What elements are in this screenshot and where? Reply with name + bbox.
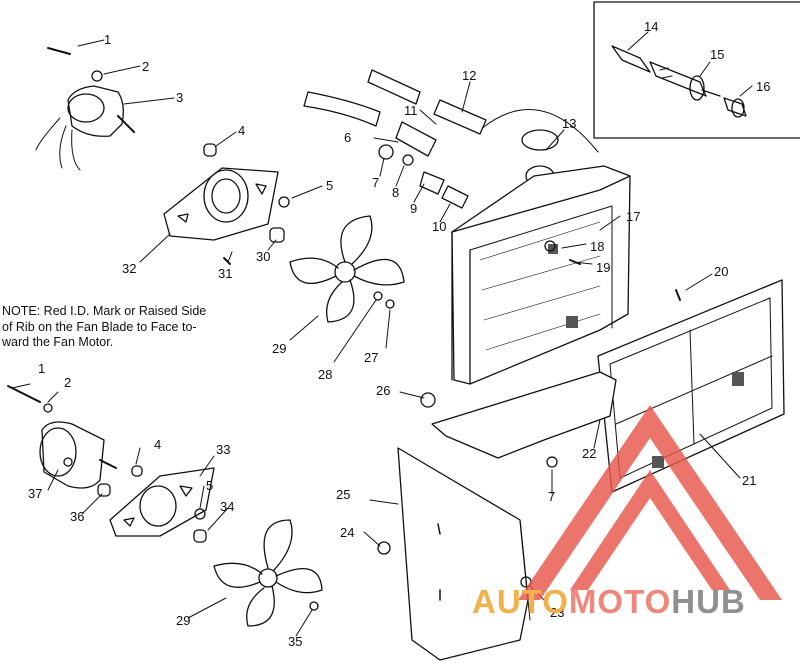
callout-5: 5	[326, 178, 334, 193]
callout-5-lower: 5	[206, 478, 214, 493]
watermark-auto: AUTO	[472, 583, 569, 620]
callout-16: 16	[756, 79, 771, 94]
fan-blade-lower	[213, 519, 323, 627]
fan-motor-lower	[7, 385, 143, 497]
shroud-and-bracket	[377, 371, 617, 661]
callout-21: 21	[742, 473, 757, 488]
callout-35: 35	[288, 634, 303, 649]
callout-29-upper: 29	[272, 341, 287, 356]
callout-8: 8	[392, 185, 400, 200]
callout-31: 31	[218, 266, 233, 281]
callout-34: 34	[220, 499, 235, 514]
callout-9: 9	[410, 201, 418, 216]
radiator	[451, 165, 631, 385]
motor-mount-plate-upper	[163, 167, 290, 265]
callout-2-lower: 2	[64, 375, 72, 390]
callout-24: 24	[340, 525, 355, 540]
callout-36: 36	[70, 509, 85, 524]
callout-33: 33	[216, 442, 231, 457]
watermark-moto: MOTO	[568, 583, 672, 620]
callout-10: 10	[432, 219, 447, 234]
callout-leader-lines	[11, 31, 753, 637]
callout-30: 30	[256, 249, 271, 264]
inset-detail-box	[479, 1, 800, 153]
callout-23: 23	[550, 605, 565, 620]
watermark-logo	[518, 405, 782, 600]
callout-12: 12	[462, 68, 477, 83]
callout-25: 25	[336, 487, 351, 502]
callout-2: 2	[142, 59, 150, 74]
hoses-and-fittings	[303, 69, 559, 209]
callout-28: 28	[318, 367, 333, 382]
callout-17: 17	[626, 209, 641, 224]
assembly-note: NOTE: Red I.D. Mark or Raised Side of Ri…	[2, 304, 264, 351]
callout-15: 15	[710, 47, 725, 62]
callout-27: 27	[364, 350, 379, 365]
watermark-text: AUTOMOTOHUB	[472, 583, 746, 621]
callout-7-lower: 7	[548, 489, 556, 504]
callout-3: 3	[176, 90, 184, 105]
callout-22: 22	[582, 446, 597, 461]
fan-blade-upper	[289, 215, 405, 323]
callout-11: 11	[404, 103, 418, 118]
callout-26: 26	[376, 383, 391, 398]
note-line-2: of Rib on the Fan Blade to Face to-	[2, 319, 197, 334]
watermark-hub: HUB	[671, 583, 746, 620]
callout-4: 4	[238, 123, 246, 138]
callout-6: 6	[344, 130, 352, 145]
callout-18: 18	[590, 239, 605, 254]
motor-mount-plate-lower	[109, 467, 215, 543]
callout-1: 1	[104, 32, 112, 47]
callout-14: 14	[644, 19, 659, 34]
callout-4-lower: 4	[154, 437, 162, 452]
callout-29-lower: 29	[176, 613, 191, 628]
callout-37: 37	[28, 486, 43, 501]
callout-7: 7	[372, 175, 380, 190]
callout-1-lower: 1	[38, 361, 46, 376]
note-line-3: ward the Fan Motor.	[2, 335, 114, 349]
callout-32: 32	[122, 261, 137, 276]
callout-13: 13	[562, 116, 577, 131]
note-line-1: NOTE: Red I.D. Mark or Raised Side	[2, 304, 207, 318]
callout-20: 20	[714, 264, 729, 279]
callout-19: 19	[596, 260, 611, 275]
fan-motor-upper	[35, 47, 217, 171]
